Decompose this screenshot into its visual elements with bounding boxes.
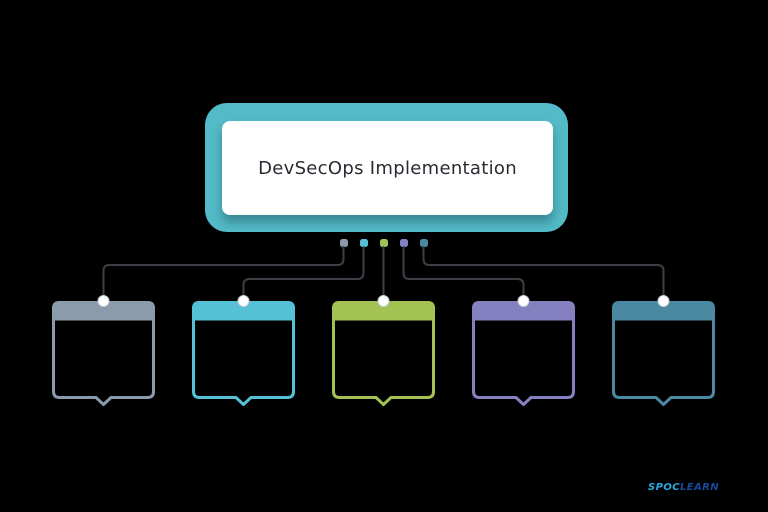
branch-card-4-header [472,301,575,321]
connector-line-1 [102,246,345,302]
diagram-title: DevSecOps Implementation [258,157,517,179]
pin-circle-1 [97,295,110,307]
main-box-inner: DevSecOps Implementation [222,121,553,215]
branch-card-5 [612,295,715,406]
connector-line-2 [242,246,365,302]
branch-card-1 [52,295,155,406]
dot-branch-4 [399,239,408,247]
pin-circle-5 [657,295,670,307]
watermark-part-1: SPOC [648,482,680,493]
dot-branch-5 [419,239,428,247]
pin-circle-3 [377,295,390,307]
dot-branch-2 [359,239,368,247]
branch-card-2 [192,295,295,406]
watermark-part-2: LEARN [679,482,719,493]
pin-circle-2 [237,295,250,307]
watermark-logo: SPOCLEARN [648,482,719,493]
connector-line-5 [422,246,665,302]
branch-card-5-header [612,301,715,321]
connector-line-4 [402,246,525,302]
dot-branch-1 [339,239,348,247]
branch-card-3 [332,295,435,406]
dot-branch-3 [379,239,388,247]
branch-card-3-header [332,301,435,321]
branch-card-4 [472,295,575,406]
branch-card-1-header [52,301,155,321]
pin-circle-4 [517,295,530,307]
branch-card-2-header [192,301,295,321]
main-box: DevSecOps Implementation [205,103,568,232]
